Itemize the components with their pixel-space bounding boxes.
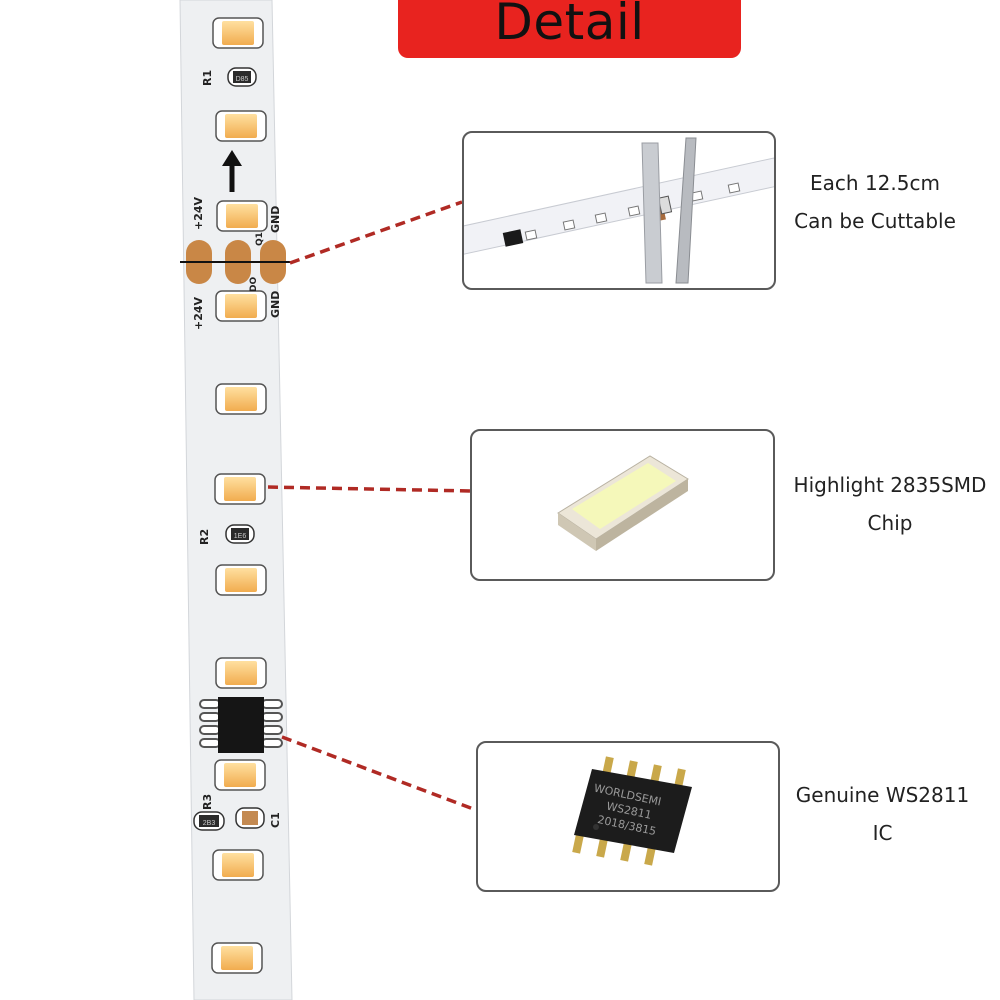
label-d0: DO	[249, 277, 259, 292]
led-chip-row	[211, 17, 268, 974]
leader-line-cut	[289, 200, 463, 265]
resistor-r3: 2B3	[193, 811, 225, 831]
caption-ic-line1: Genuine WS2811	[795, 783, 970, 807]
caption-chip: Highlight 2835SMD Chip	[780, 466, 1000, 542]
caption-chip-line2: Chip	[867, 511, 913, 535]
led-chip	[214, 473, 266, 505]
caption-ic-line2: IC	[872, 821, 893, 845]
caption-cut-line1: Each 12.5cm	[810, 171, 940, 195]
caption-cut-line2: Can be Cuttable	[794, 209, 956, 233]
scissors-cut-image	[464, 137, 774, 284]
label-r3: R3	[201, 794, 214, 810]
led-chip	[212, 17, 264, 49]
label-gnd-bottom: GND	[269, 291, 282, 318]
led-chip	[214, 759, 266, 791]
resistor-r2: 1E6	[225, 524, 255, 544]
label-gnd-top: GND	[269, 206, 282, 233]
svg-text:1E6: 1E6	[234, 533, 247, 540]
label-c1: C1	[269, 812, 282, 828]
smd-chip-image	[557, 455, 689, 551]
caption-ic: Genuine WS2811 IC	[790, 776, 975, 852]
caption-cut: Each 12.5cm Can be Cuttable	[780, 164, 970, 240]
leader-lines	[267, 200, 477, 812]
panel-cut-detail	[462, 131, 776, 290]
scissors-icon	[641, 142, 663, 284]
led-chip	[216, 200, 268, 232]
led-chip	[215, 110, 267, 142]
leader-line-chip	[267, 485, 471, 493]
label-pos-top: +24V	[192, 196, 205, 230]
panel-smd-chip	[470, 429, 775, 581]
led-chip	[215, 290, 267, 322]
label-r1: R1	[201, 70, 214, 86]
svg-text:D85: D85	[236, 76, 249, 83]
banner-title: Detail	[494, 0, 645, 51]
detail-banner: Detail	[398, 0, 741, 58]
ws2811-ic-image: WORLDSEMI WS2811 2018/3815	[572, 756, 692, 866]
led-chip	[211, 942, 263, 974]
caption-chip-line1: Highlight 2835SMD	[793, 473, 987, 497]
leader-line-ic	[281, 735, 477, 812]
led-chip	[215, 564, 267, 596]
arrow-up-icon	[222, 150, 242, 192]
resistor-r1: D85	[227, 67, 257, 87]
panel-ws2811-ic: WORLDSEMI WS2811 2018/3815	[476, 741, 780, 892]
strip-ic	[199, 697, 283, 753]
label-r2: R2	[198, 529, 211, 545]
led-chip	[215, 383, 267, 415]
capacitor-c1	[235, 807, 265, 829]
led-chip	[212, 849, 264, 881]
svg-text:2B3: 2B3	[203, 820, 216, 827]
label-pos-bottom: +24V	[192, 296, 205, 330]
label-q1: Q1	[255, 232, 265, 246]
led-chip	[215, 657, 267, 689]
